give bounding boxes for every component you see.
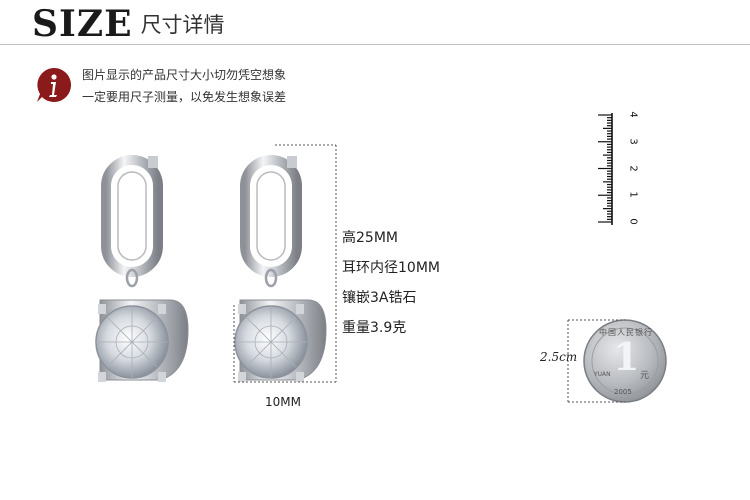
title-cn: 尺寸详情 (140, 13, 225, 37)
coin-unit: 元 (640, 371, 650, 381)
coin-size-guides (567, 319, 625, 403)
dimension-guides (233, 144, 337, 383)
ruler-number: 4 (627, 111, 639, 118)
coin-inscription: 中国人民银行 (599, 328, 653, 337)
spec-stone: 镶嵌3A锆石 (342, 290, 417, 306)
header-divider (0, 44, 750, 45)
ruler-number: 3 (627, 138, 639, 145)
earring-measured-view (234, 155, 327, 382)
earring-front-view (95, 155, 189, 382)
info-icon (34, 66, 72, 104)
spec-weight: 重量3.9克 (342, 320, 407, 336)
notice-line-1: 图片显示的产品尺寸大小切勿凭空想象 (82, 68, 287, 82)
page-header: SIZE 尺寸详情 (32, 2, 225, 42)
ruler-number: 2 (627, 164, 639, 172)
coin-pinyin: YUAN (594, 371, 611, 378)
coin-year: 2005 (614, 388, 632, 396)
width-dimension-label: 10MM (265, 395, 301, 409)
spec-height: 高25MM (342, 230, 398, 246)
spec-inner-diameter: 耳环内径10MM (342, 260, 440, 276)
title-en: SIZE (32, 3, 133, 45)
ruler-number: 0 (627, 218, 639, 225)
notice-line-2: 一定要用尺子测量，以免发生想象误差 (82, 90, 287, 104)
coin-face-value: 1 (613, 334, 640, 379)
ruler-number: 1 (627, 191, 639, 198)
notice-block: 图片显示的产品尺寸大小切勿凭空想象 一定要用尺子测量，以免发生想象误差 (34, 64, 286, 108)
coin-size-label: 2.5cm (540, 350, 578, 364)
